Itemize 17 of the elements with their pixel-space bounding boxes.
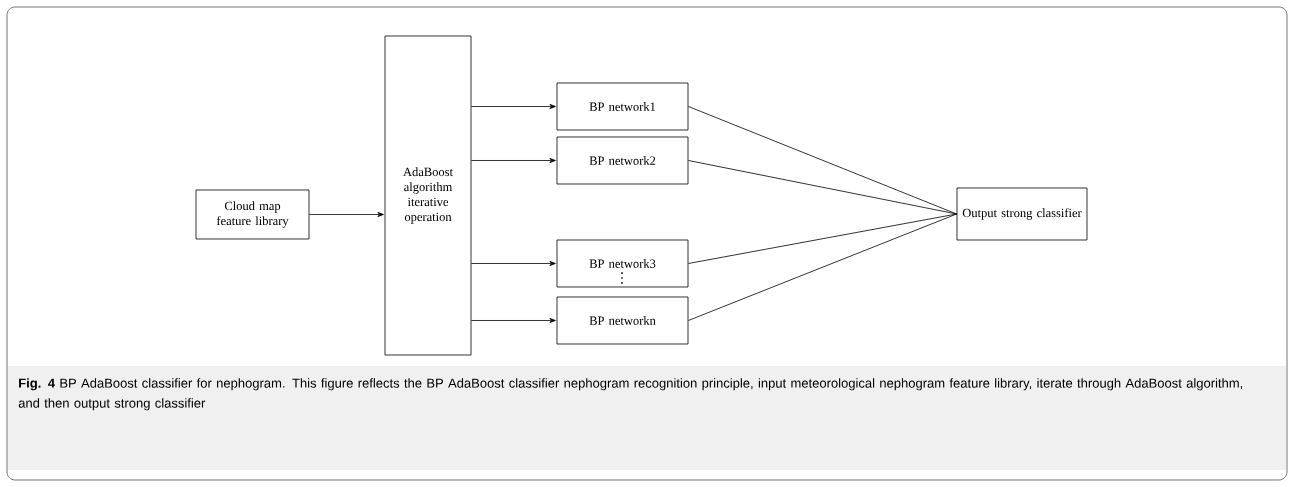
process-box: AdaBoost algorithm iterative operation bbox=[384, 35, 472, 356]
process-box: Cloud map feature library bbox=[195, 189, 310, 240]
arrow bbox=[471, 318, 556, 323]
process-box: BP network1 bbox=[556, 82, 689, 131]
connector-line bbox=[688, 213, 957, 321]
process-box: BP networkn bbox=[556, 296, 689, 345]
process-box: Output strong classifier bbox=[956, 187, 1088, 241]
connector-line bbox=[688, 106, 957, 215]
connector-line bbox=[688, 160, 957, 215]
arrow bbox=[471, 158, 556, 163]
arrow bbox=[471, 261, 556, 266]
connector-line bbox=[688, 213, 957, 264]
caption: Fig. 4 BP AdaBoost classifier for nephogram. This figure reflects the BP AdaBoost classifier nephogram recognition principle, input meteorological nephogram feature library, iterate through AdaBoost algorithm, and then output strong classifier bbox=[8, 366, 1286, 470]
arrow bbox=[309, 212, 384, 217]
ellipsis-dots: ⋮ bbox=[621, 272, 623, 284]
process-box: BP network2 bbox=[556, 136, 689, 185]
arrow bbox=[471, 104, 556, 109]
